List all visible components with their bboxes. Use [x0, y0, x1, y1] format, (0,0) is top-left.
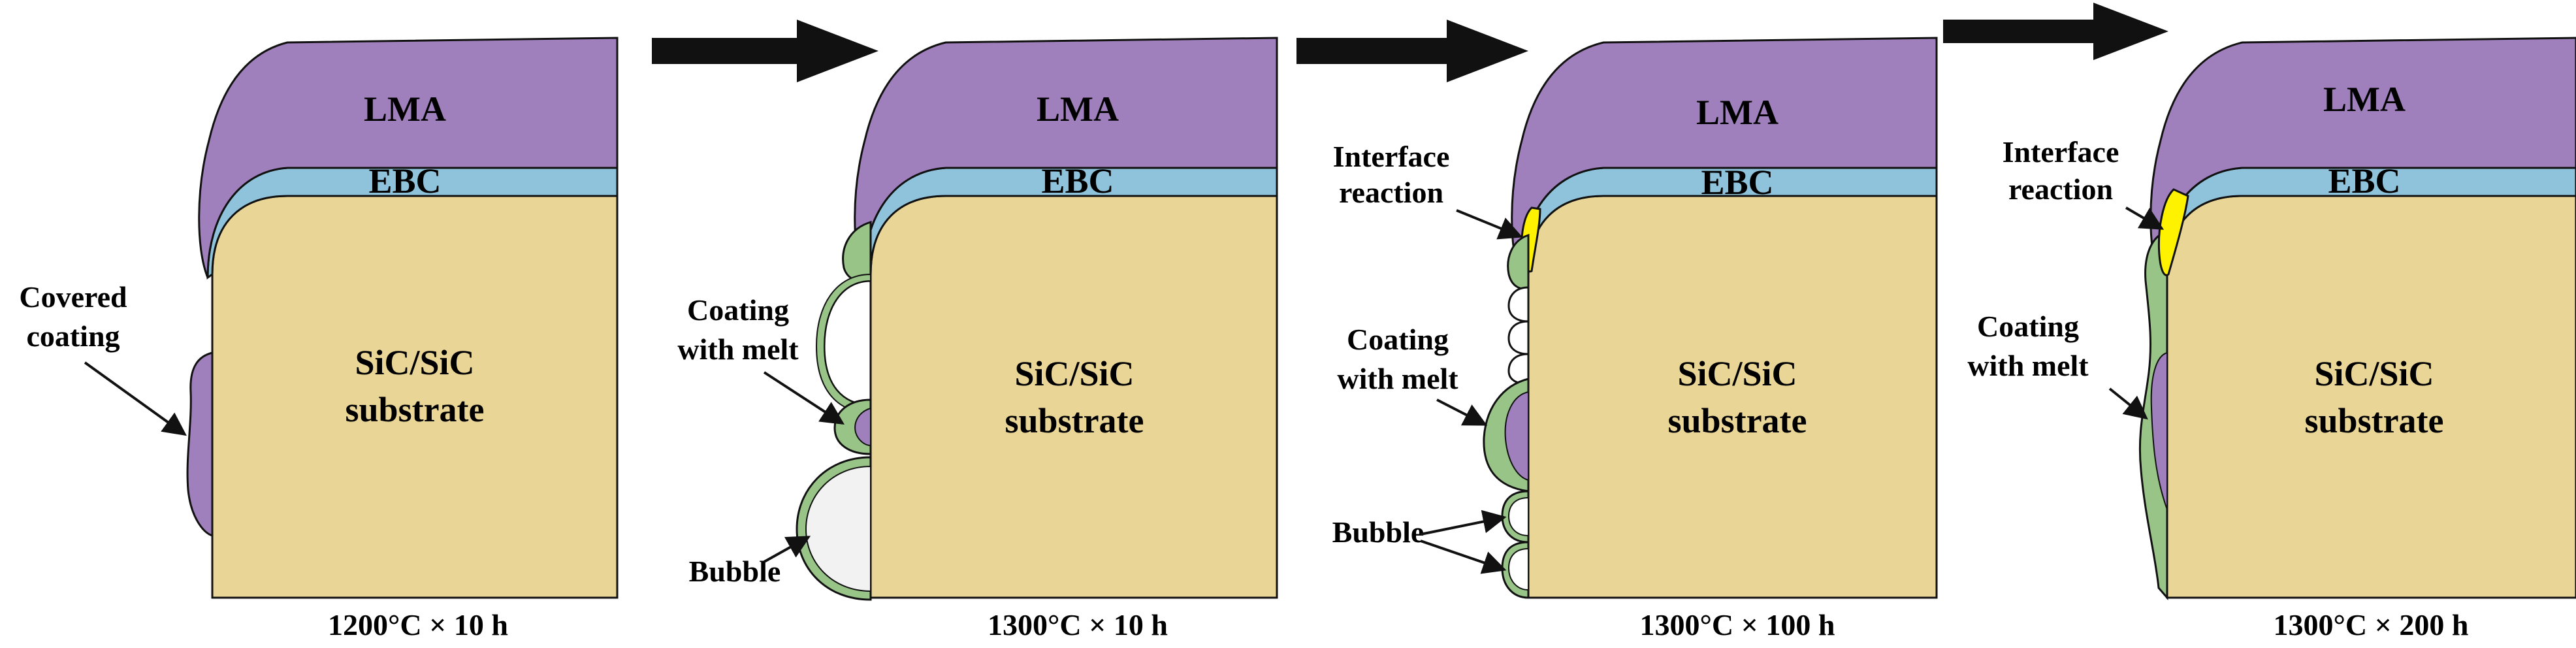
lma-label: LMA — [1696, 93, 1779, 132]
panel-3: LMA EBC SiC/SiC substrate Interface reac… — [1332, 37, 1938, 641]
bubble-lower — [805, 465, 871, 592]
coating-callout-line1: Coating — [687, 293, 789, 327]
coating-callout-arrow — [1436, 398, 1488, 426]
substrate-label-line2: substrate — [2305, 401, 2444, 440]
progression-arrow-3 — [1943, 3, 2168, 60]
ebc-label: EBC — [2328, 161, 2400, 201]
coating-callout-arrow — [763, 371, 845, 425]
covered-callout-arrow — [84, 361, 187, 436]
coating-callout-line1: Coating — [1347, 323, 1449, 356]
coating-purple — [1504, 391, 1529, 481]
ebc-label: EBC — [1701, 163, 1773, 202]
coating-callout-line2: with melt — [677, 332, 799, 366]
substrate-shape — [2166, 195, 2576, 599]
coating-purple — [854, 407, 871, 447]
bubble-lower — [1507, 496, 1529, 537]
substrate-label-line1: SiC/SiC — [1014, 354, 1134, 393]
coating-callout-line1: Coating — [1977, 310, 2079, 343]
panel-1: LMA EBC SiC/SiC substrate Covered coatin… — [19, 37, 619, 641]
substrate-label-line1: SiC/SiC — [355, 343, 474, 382]
panel-caption: 1300°C × 200 h — [2274, 608, 2469, 641]
lma-label: LMA — [2323, 80, 2406, 119]
panel-4: LMA EBC SiC/SiC substrate Interface reac… — [1967, 37, 2576, 641]
lma-label: LMA — [364, 89, 446, 129]
progression-arrow-2 — [1296, 20, 1528, 82]
interface-callout-line1: Interface — [1333, 140, 1450, 173]
lma-layer — [1511, 37, 1938, 278]
progression-arrow-1 — [652, 20, 878, 82]
lma-layer — [854, 37, 1278, 278]
melt-top — [1507, 233, 1530, 290]
bubble-callout: Bubble — [1332, 515, 1425, 549]
substrate-label-line1: SiC/SiC — [2314, 354, 2434, 393]
substrate-shape — [869, 195, 1278, 599]
interface-callout-line1: Interface — [2003, 135, 2119, 169]
ebc-label: EBC — [1041, 161, 1114, 201]
interface-callout-arrow — [1456, 209, 1523, 240]
panel-caption: 1300°C × 100 h — [1640, 608, 1835, 641]
substrate-label-line2: substrate — [1005, 401, 1144, 440]
panel-caption: 1200°C × 10 h — [328, 608, 508, 641]
covered-callout-line1: Covered — [19, 280, 127, 314]
coating-callout-line2: with melt — [1337, 362, 1458, 395]
substrate-label-line2: substrate — [1668, 401, 1807, 440]
coating-callout-arrow — [2108, 387, 2148, 420]
bubble-callout-arrow-1 — [1420, 510, 1507, 536]
interface-callout-line2: reaction — [2008, 172, 2113, 206]
small-bubble — [1507, 286, 1530, 323]
bubble-callout-arrow-2 — [1420, 540, 1507, 574]
substrate-label-line2: substrate — [346, 390, 485, 429]
substrate-label-line1: SiC/SiC — [1677, 354, 1797, 393]
panel-2: LMA EBC SiC/SiC substrate Coating with m… — [677, 37, 1278, 641]
melt-top — [842, 220, 872, 284]
ebc-label: EBC — [368, 161, 441, 201]
lma-layer — [198, 37, 619, 278]
substrate-shape — [1527, 195, 1938, 599]
coating-purple — [2150, 351, 2168, 510]
small-bubble — [1507, 320, 1530, 355]
coating-callout-line2: with melt — [1967, 349, 2089, 382]
bubble-callout-arrow — [764, 536, 811, 563]
covered-coating-shape — [186, 351, 214, 538]
interface-callout-arrow — [2125, 206, 2165, 230]
covered-callout-line2: coating — [26, 319, 120, 353]
lma-label: LMA — [1037, 89, 1119, 129]
panel-caption: 1300°C × 10 h — [988, 608, 1168, 641]
interface-callout-line2: reaction — [1339, 176, 1443, 209]
bubble-lower — [1507, 547, 1529, 591]
